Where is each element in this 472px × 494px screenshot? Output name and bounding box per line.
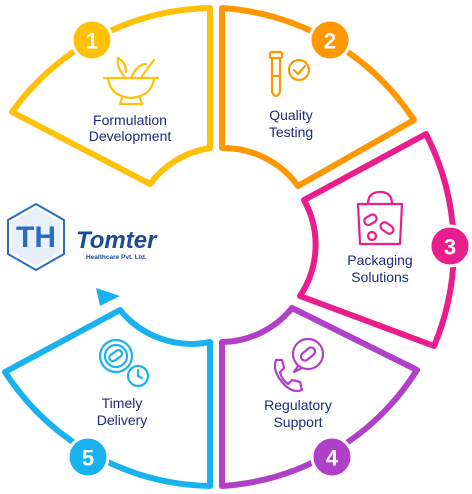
step-1-label-line2: Development <box>89 128 172 144</box>
step-3-label-line1: Packaging <box>347 252 412 268</box>
step-5-segment: Timely Delivery 5 <box>2 288 213 489</box>
step-4-label-line2: Support <box>273 414 322 430</box>
step-4-number: 4 <box>326 446 339 471</box>
step-3-outline <box>297 131 457 349</box>
logo-name: Tomter <box>76 227 158 254</box>
step-5-badge <box>66 435 110 479</box>
step-2-outline <box>219 5 417 189</box>
step-2-segment: Quality Testing 2 <box>219 5 417 189</box>
step-3-badge <box>428 224 472 268</box>
step-2-label-line1: Quality <box>269 107 313 123</box>
step-1-badge <box>70 18 114 62</box>
logo-monogram: TH <box>16 221 56 254</box>
step-1-label-line1: Formulation <box>93 112 167 128</box>
logo-subtitle: Healthcare Pvt. Ltd. <box>86 254 147 261</box>
step-5-label-line2: Delivery <box>97 412 148 428</box>
step-2-label-line2: Testing <box>269 124 313 140</box>
step-4-badge <box>310 435 354 479</box>
step-4-label-line1: Regulatory <box>264 397 332 413</box>
pill-plate-clock-icon <box>98 338 150 388</box>
mortar-pestle-herb-icon <box>102 56 160 106</box>
step-3-segment: Packaging Solutions 3 <box>297 131 472 349</box>
step-2-number: 2 <box>324 29 336 54</box>
step-1-segment: Formulation Development 1 <box>9 5 213 187</box>
step-3-number: 3 <box>444 235 456 260</box>
step-4-segment: Regulatory Support 4 <box>219 305 420 489</box>
test-tube-check-icon <box>268 50 311 98</box>
step-1-number: 1 <box>86 29 98 54</box>
step-5-outline <box>2 307 213 489</box>
th-monogram-logo: TH <box>7 202 65 272</box>
step-5-label-line1: Timely <box>102 395 143 411</box>
step-4-outline <box>219 305 420 489</box>
cycle-arrowhead <box>96 288 120 306</box>
step-1-outline <box>9 5 213 187</box>
step-2-badge <box>308 18 352 62</box>
company-logo: TH Tomter Healthcare Pvt. Ltd. <box>7 202 158 272</box>
pill-bag-icon <box>356 190 404 246</box>
step-3-label-line2: Solutions <box>351 269 409 285</box>
step-5-number: 5 <box>82 446 94 471</box>
phone-pill-chat-icon <box>273 337 325 393</box>
